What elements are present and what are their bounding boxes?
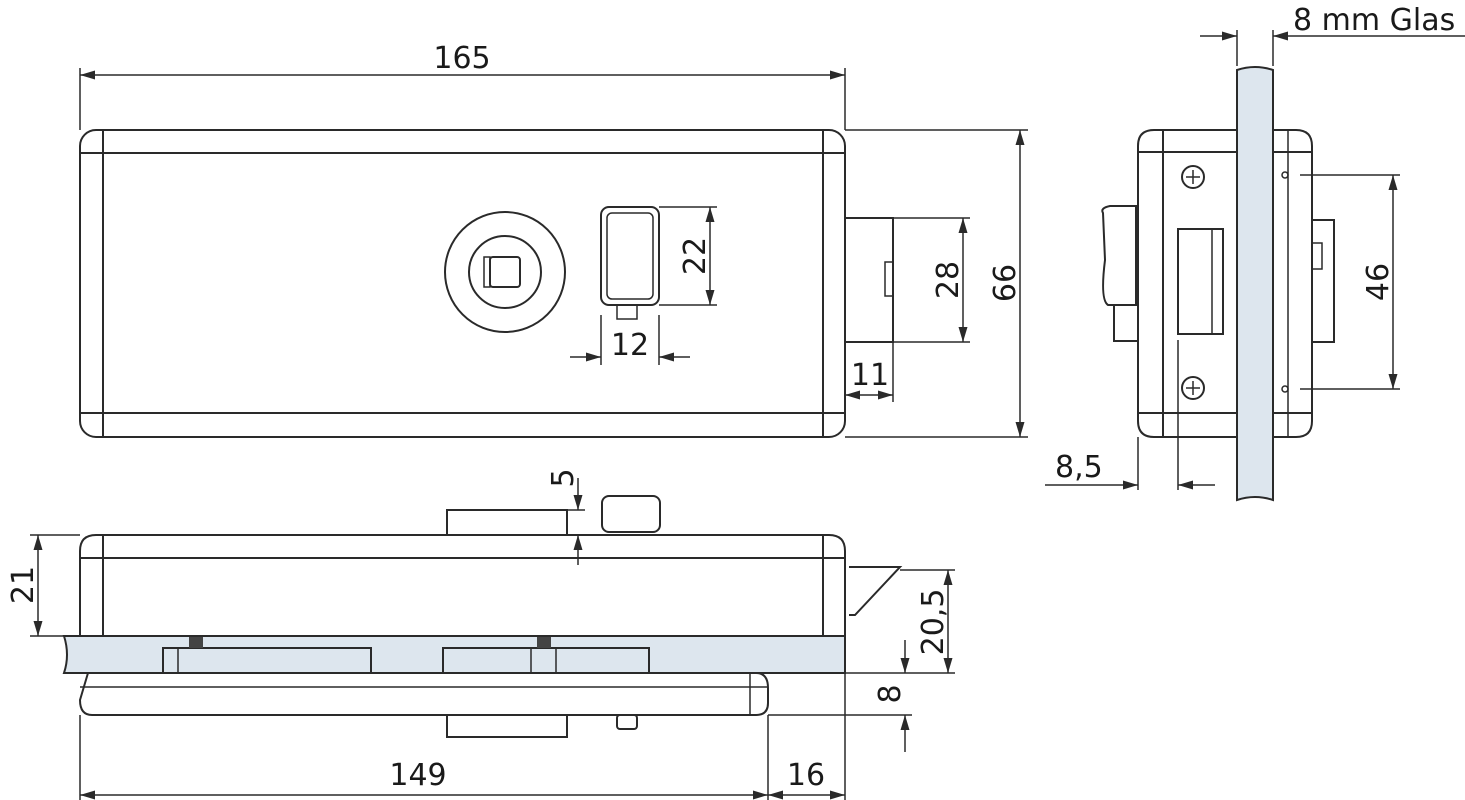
- svg-text:21: 21: [6, 566, 41, 604]
- svg-text:11: 11: [851, 358, 889, 393]
- push-button: [601, 495, 661, 533]
- svg-text:5: 5: [546, 468, 581, 487]
- front-view: [79, 129, 894, 438]
- svg-text:8 mm Glas: 8 mm Glas: [1293, 3, 1455, 38]
- indicator-window: [600, 206, 660, 320]
- svg-text:149: 149: [389, 758, 446, 793]
- dimension-window-height: 22: [659, 206, 717, 306]
- bolt: [845, 217, 894, 343]
- dimension-edge-offset: 8,5: [1045, 437, 1215, 490]
- dimension-bolt-height: 28: [893, 217, 970, 343]
- dimension-body-height: 21: [6, 534, 80, 637]
- dimension-latch-height: 20,5: [845, 569, 955, 674]
- svg-text:20,5: 20,5: [916, 589, 951, 656]
- dimension-bolt-projection: 11: [845, 342, 894, 402]
- screw-icon: [1181, 376, 1205, 400]
- svg-text:165: 165: [433, 41, 490, 76]
- svg-text:8: 8: [873, 684, 908, 703]
- dimension-glass: 8 mm Glas: [1200, 3, 1465, 66]
- svg-text:66: 66: [988, 264, 1023, 302]
- dimension-window-width: 12: [570, 315, 690, 365]
- dimension-glass-thickness: 8: [768, 640, 912, 752]
- top-view: [62, 495, 903, 738]
- glass-pane: [1236, 66, 1274, 502]
- dimension-lower-length: 149 16: [79, 636, 846, 800]
- dimension-height-total: 66: [845, 129, 1028, 438]
- svg-text:12: 12: [611, 328, 649, 363]
- svg-text:22: 22: [678, 237, 713, 275]
- svg-text:28: 28: [931, 261, 966, 299]
- rosette-icon: [444, 211, 566, 333]
- dimension-button-height: 5: [546, 468, 585, 565]
- side-view: [1101, 66, 1335, 502]
- screw-icon: [1181, 165, 1205, 189]
- svg-text:8,5: 8,5: [1055, 450, 1103, 485]
- dimension-screw-spacing: 46: [1300, 174, 1400, 390]
- svg-text:46: 46: [1361, 263, 1396, 301]
- thumb-turn: [1101, 205, 1137, 306]
- svg-text:16: 16: [787, 758, 825, 793]
- dimension-width-total: 165: [79, 41, 846, 130]
